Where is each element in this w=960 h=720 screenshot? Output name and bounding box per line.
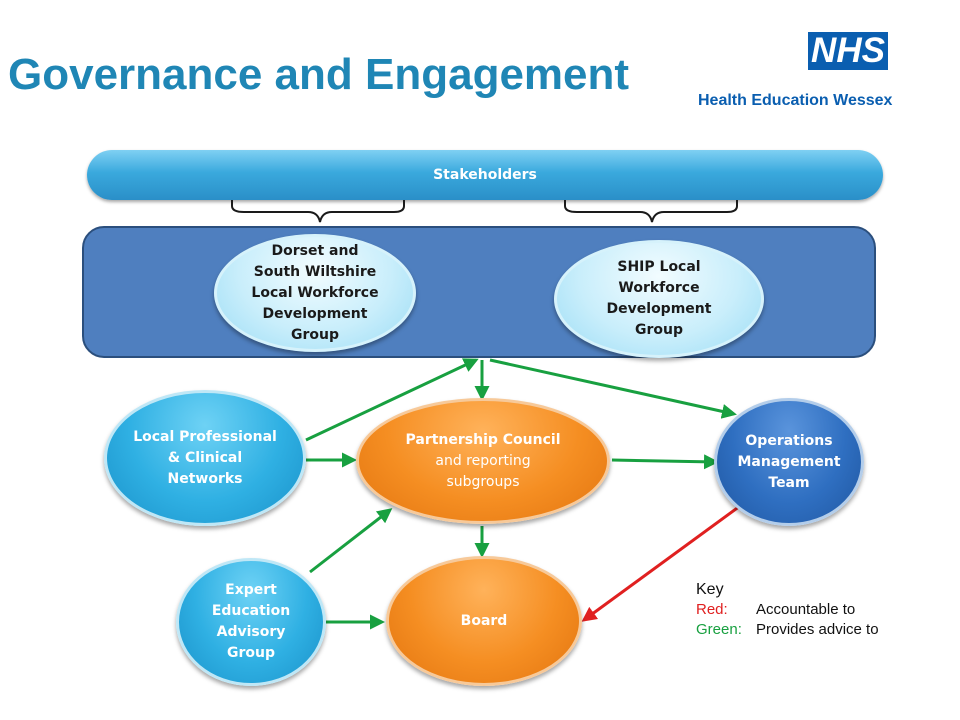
arrow-hub-to-omt — [489, 358, 737, 419]
brace-right — [564, 200, 738, 223]
node-local-professional: Local Professional & Clinical Networks — [104, 390, 306, 526]
arrow-omt-to-board — [581, 504, 741, 622]
page-title: Governance and Engagement — [8, 50, 630, 99]
legend-red-row: Red: Accountable to — [696, 600, 879, 620]
legend-green-row: Green: Provides advice to — [696, 620, 879, 640]
node-dorset-lwdg: Dorset and South Wiltshire Local Workfor… — [214, 234, 416, 352]
node-ship-lwdg: SHIP Local Workforce Development Group — [554, 240, 764, 358]
node-local-professional-label: Local Professional & Clinical Networks — [133, 428, 277, 487]
node-operations-label: Operations Management Team — [737, 432, 841, 491]
arrow-pc-to-omt — [611, 454, 719, 470]
org-name: Health Education Wessex — [698, 92, 893, 109]
node-expert-label: Expert Education Advisory Group — [211, 582, 291, 661]
legend: Key Red: Accountable to Green: Provides ad… — [696, 580, 879, 640]
legend-red-label: Red: — [696, 601, 728, 618]
node-partnership-council: Partnership Council and reporting subgro… — [356, 398, 610, 524]
node-board: Board — [386, 556, 582, 686]
node-dorset-label: Dorset and South Wiltshire Local Workfor… — [251, 242, 379, 343]
legend-green-label: Green: — [696, 621, 742, 638]
nhs-logo: NHS — [808, 32, 888, 70]
node-partnership-title: Partnership Council — [405, 431, 561, 448]
brace-left — [231, 200, 405, 223]
legend-red-text: Accountable to — [756, 601, 856, 618]
arrow-expert-to-pc — [309, 508, 393, 574]
node-ship-label: SHIP Local Workforce Development Group — [606, 259, 712, 338]
node-partnership-sub: and reporting subgroups — [435, 452, 531, 490]
node-expert-advisory: Expert Education Advisory Group — [176, 558, 326, 686]
arrow-lpcn-to-hub — [305, 358, 479, 442]
node-board-label: Board — [460, 612, 508, 629]
legend-title: Key — [696, 581, 724, 598]
node-operations-team: Operations Management Team — [714, 398, 864, 526]
legend-green-text: Provides advice to — [756, 621, 879, 638]
stakeholders-label: Stakeholders — [433, 167, 537, 183]
stakeholders-bar: Stakeholders — [87, 150, 883, 200]
